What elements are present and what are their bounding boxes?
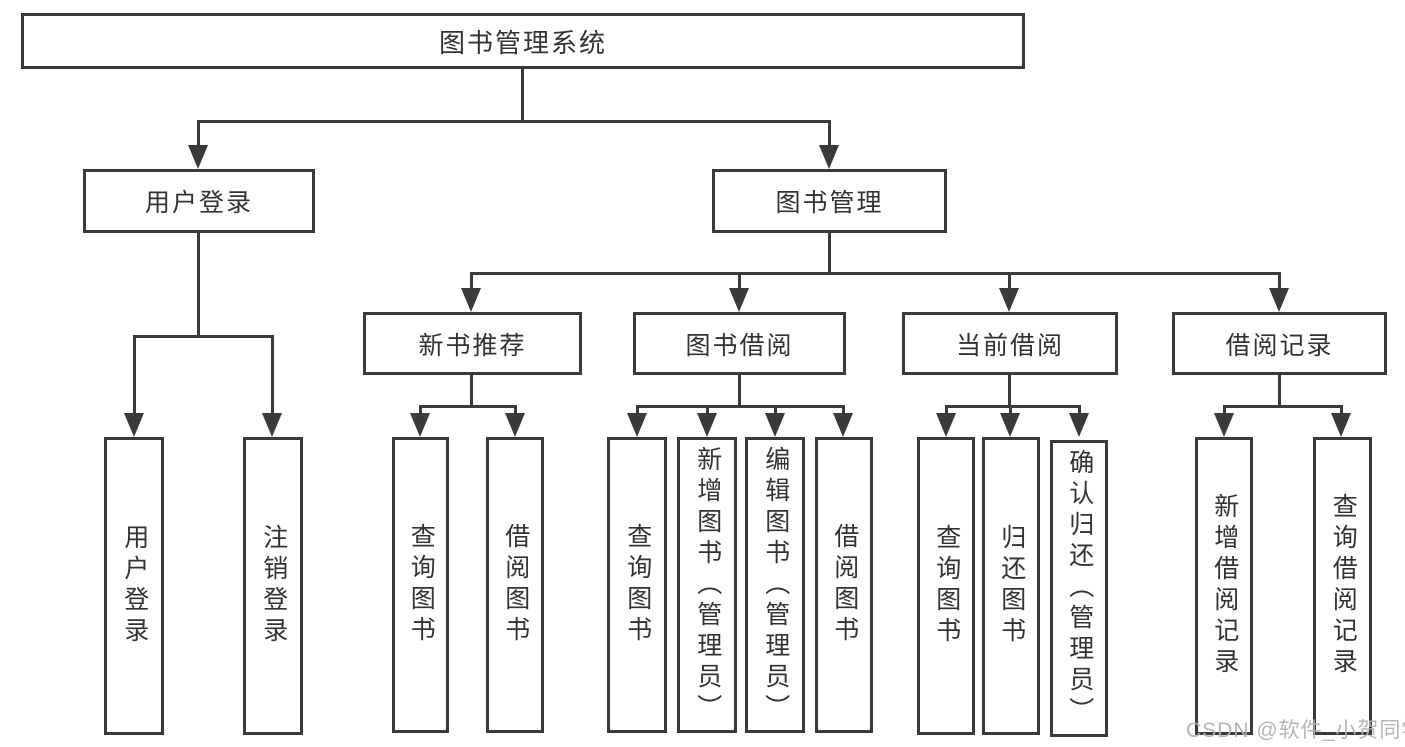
connector-line [1078,405,1081,417]
connector-line [738,375,741,407]
arrow-down-icon [765,413,785,437]
node-label: 查询图书 [407,523,436,647]
connector-line [1278,272,1281,292]
connector-line [1340,405,1343,417]
connector-line [828,233,831,275]
arrow-down-icon [936,413,956,437]
leaf-records-add-record: 新增借阅记录 [1195,437,1253,735]
connector-line [706,405,709,417]
csdn-watermark: CSDN @软件_小贺同学 [1186,719,1405,742]
leaf-borrow-add-books-admin: 新增图书（管理员） [677,437,737,733]
leaf-current-query-books: 查询图书 [917,437,975,735]
node-label: 图书管理系统 [438,27,607,58]
connector-line [197,120,200,147]
node-label: 当前借阅 [955,331,1064,360]
node-label: 注销登录 [259,524,288,648]
arrow-down-icon [1214,413,1234,437]
leaf-recommend-borrow-books: 借阅图书 [486,437,544,733]
arrow-down-icon [1069,413,1089,437]
connector-line [1278,375,1281,407]
node-label: 借阅图书 [830,523,859,647]
connector-line [133,335,136,415]
leaf-records-query-record: 查询借阅记录 [1313,437,1372,735]
node-label: 借阅记录 [1225,331,1334,360]
arrow-down-icon [461,288,481,312]
arrow-down-icon [819,145,839,169]
connector-line [738,272,741,292]
node-label: 图书借阅 [685,331,794,360]
node-label: 查询图书 [623,523,652,647]
arrow-down-icon [188,145,208,169]
arrow-down-icon [1269,288,1289,312]
node-book-management: 图书管理 [712,169,947,233]
node-label: 用户登录 [120,524,149,648]
connector-line [197,233,200,335]
leaf-current-confirm-return-admin: 确认归还（管理员） [1050,440,1108,737]
node-label: 新增借阅记录 [1210,493,1239,679]
node-label: 查询图书 [932,524,961,648]
node-label: 编辑图书（管理员） [761,445,790,725]
node-user-login: 用户登录 [83,169,315,233]
arrow-down-icon [1000,413,1020,437]
node-label: 确认归还（管理员） [1065,449,1094,728]
connector-line [419,405,517,408]
arrow-down-icon [729,288,749,312]
arrow-down-icon [697,413,717,437]
connector-line [945,405,1081,408]
connector-line [470,272,1281,275]
connector-line [636,405,639,417]
connector-line [842,405,845,417]
arrow-down-icon [505,413,525,437]
node-label: 用户登录 [144,189,253,217]
connector-line [1008,375,1011,407]
node-current-borrowing: 当前借阅 [902,312,1118,375]
connector-line [521,68,524,122]
node-new-book-recommend: 新书推荐 [363,312,582,375]
connector-line [197,120,831,123]
leaf-borrow-edit-books-admin: 编辑图书（管理员） [745,437,805,733]
leaf-current-return-books: 归还图书 [982,437,1040,735]
node-book-borrowing: 图书借阅 [633,312,846,375]
node-label: 查询借阅记录 [1329,493,1358,679]
arrow-down-icon [410,413,430,437]
arrow-down-icon [999,288,1019,312]
node-label: 新书推荐 [418,331,527,360]
leaf-recommend-query-books: 查询图书 [392,437,449,733]
connector-line [1223,405,1343,408]
node-label: 归还图书 [997,524,1026,648]
connector-line [1009,405,1012,417]
connector-line [1008,272,1011,292]
leaf-user-login: 用户登录 [104,437,164,735]
arrow-down-icon [833,413,853,437]
connector-line [1223,405,1226,417]
node-label: 新增图书（管理员） [693,445,722,725]
connector-line [133,335,274,338]
node-label: 借阅图书 [501,523,530,647]
arrow-down-icon [1331,413,1351,437]
arrow-down-icon [124,413,144,437]
connector-line [945,405,948,417]
arrow-down-icon [262,413,282,437]
connector-line [514,405,517,417]
connector-line [828,120,831,147]
connector-line [470,272,473,292]
connector-line [470,375,473,407]
connector-line [636,405,845,408]
leaf-borrow-borrow-books: 借阅图书 [815,437,873,733]
node-label: 图书管理 [775,189,884,217]
connector-line [271,335,274,415]
arrow-down-icon [627,413,647,437]
leaf-logout: 注销登录 [243,437,303,735]
leaf-borrow-query-books: 查询图书 [607,437,667,733]
connector-line [419,405,422,417]
node-library-management-system: 图书管理系统 [21,13,1025,69]
connector-line [774,405,777,417]
node-borrowing-records: 借阅记录 [1172,312,1387,375]
